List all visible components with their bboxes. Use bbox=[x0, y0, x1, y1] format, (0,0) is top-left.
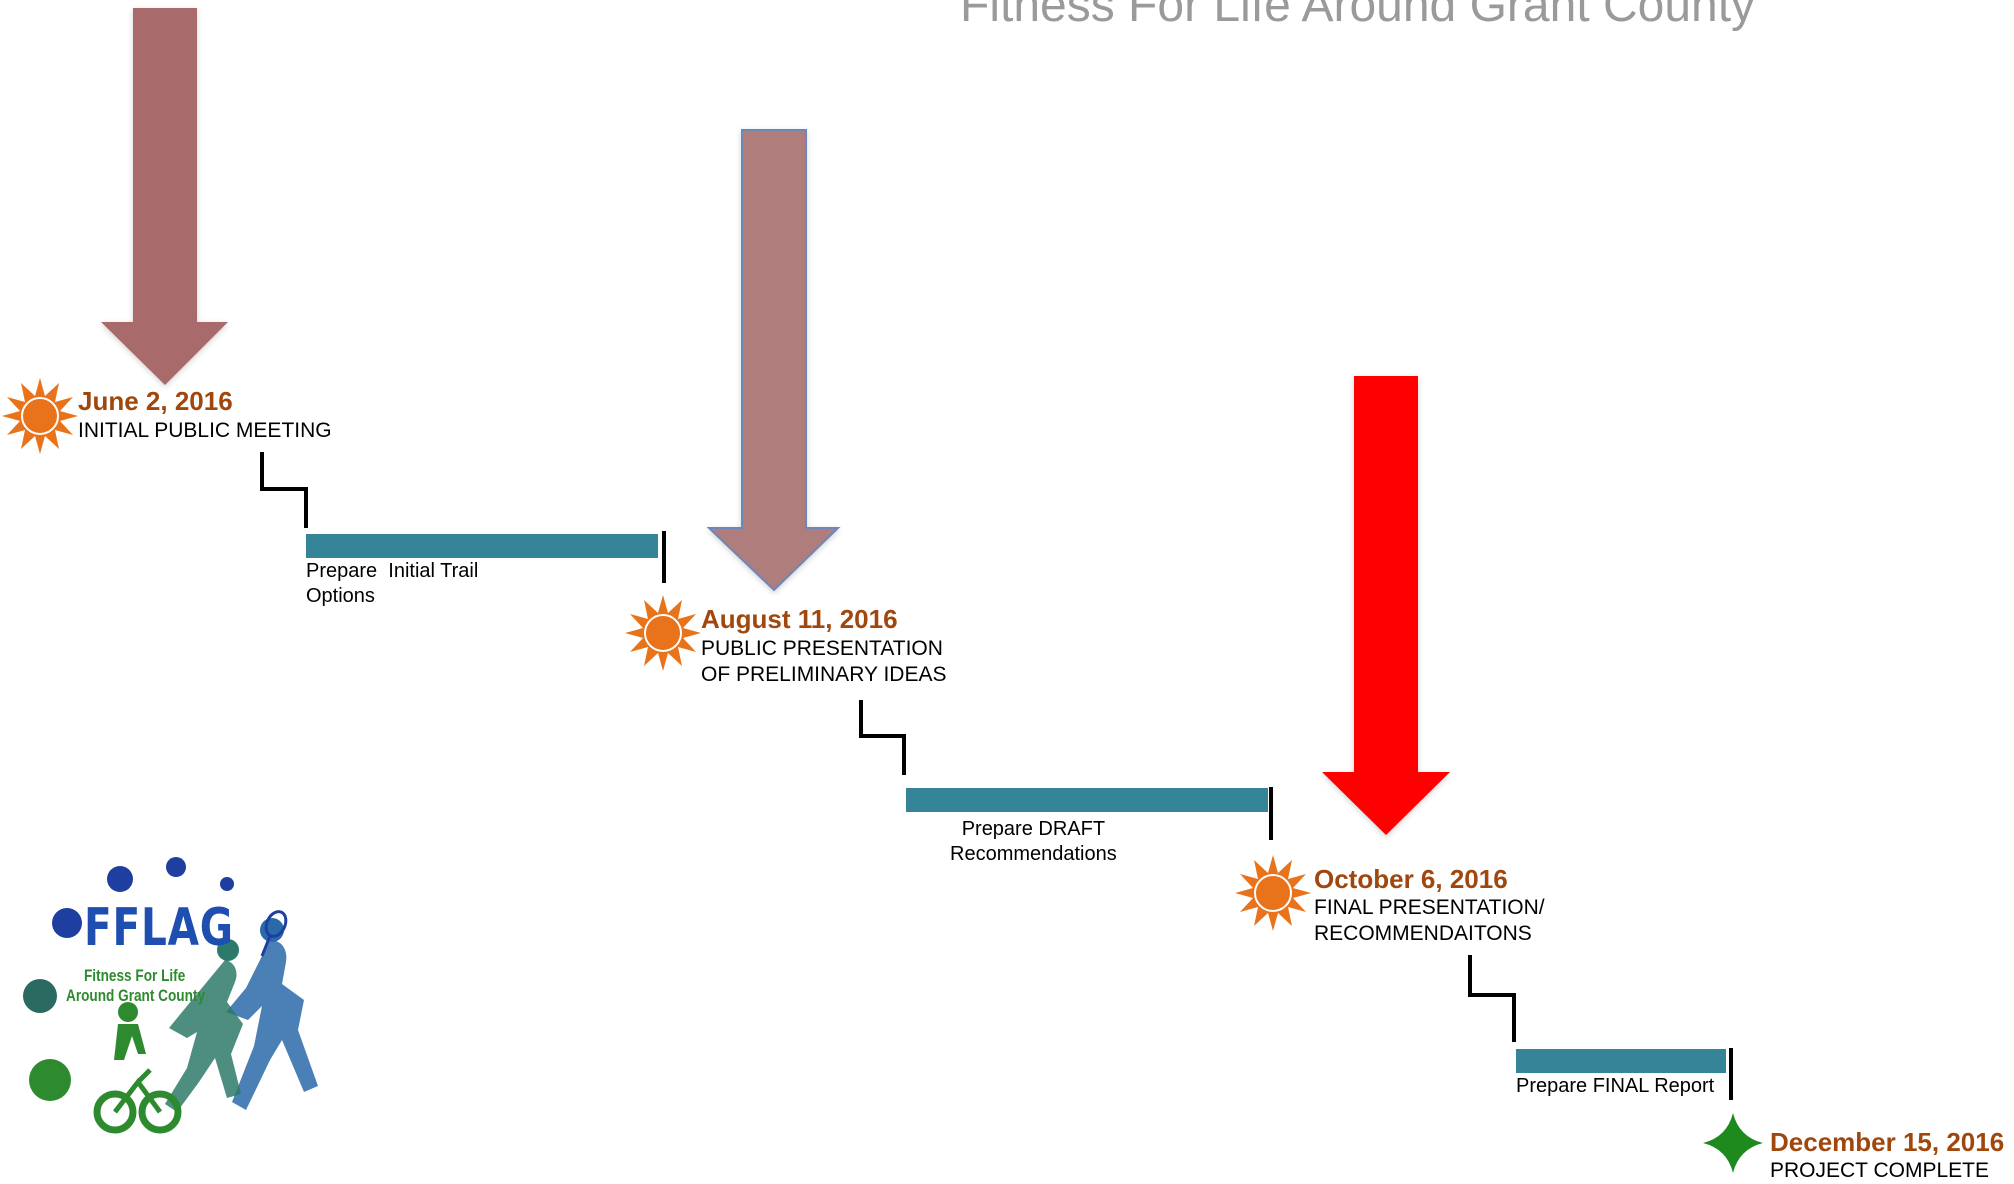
connector-step-2 bbox=[859, 700, 906, 775]
sun-icon bbox=[1235, 855, 1311, 931]
task-bar-final-report bbox=[1516, 1049, 1726, 1073]
sun-icon bbox=[625, 595, 701, 671]
task-label: Prepare DRAFT Recommendations bbox=[950, 818, 1117, 865]
milestone-date: October 6, 2016 bbox=[1314, 864, 1508, 894]
milestone-description: INITIAL PUBLIC MEETING bbox=[78, 419, 332, 442]
arrow-june-meeting bbox=[101, 8, 228, 385]
arrow-august-presentation bbox=[706, 129, 841, 592]
task-label: Prepare FINAL Report bbox=[1516, 1075, 1715, 1097]
milestone-date: August 11, 2016 bbox=[701, 604, 898, 634]
task-label: Prepare Initial Trail Options bbox=[306, 560, 479, 607]
milestone-description: FINAL PRESENTATION/ RECOMMENDAITONS bbox=[1314, 896, 1545, 945]
task-bar-draft-recommendations bbox=[906, 788, 1268, 812]
sun-icon bbox=[2, 378, 78, 454]
fflag-logo-graphic bbox=[23, 857, 318, 1134]
page-title: Fitness For Life Around Grant County bbox=[960, 0, 1756, 32]
milestone-description: PROJECT COMPLETE bbox=[1770, 1159, 1989, 1182]
connector-step-3 bbox=[1468, 955, 1516, 1042]
task-bar-initial-trail-options bbox=[306, 534, 658, 558]
milestone-date: December 15, 2016 bbox=[1770, 1127, 2005, 1157]
connector-step-1 bbox=[260, 452, 308, 528]
arrow-october-presentation bbox=[1322, 376, 1450, 835]
milestone-date: June 2, 2016 bbox=[78, 386, 233, 416]
logo-acronym: FFLAG bbox=[84, 898, 234, 958]
logo-tagline-line1: Fitness For Life bbox=[84, 966, 186, 985]
four-point-star-icon bbox=[1703, 1113, 1763, 1173]
milestone-description: PUBLIC PRESENTATION OF PRELIMINARY IDEAS bbox=[701, 637, 947, 686]
logo-tagline-line2: Around Grant County bbox=[66, 986, 206, 1005]
